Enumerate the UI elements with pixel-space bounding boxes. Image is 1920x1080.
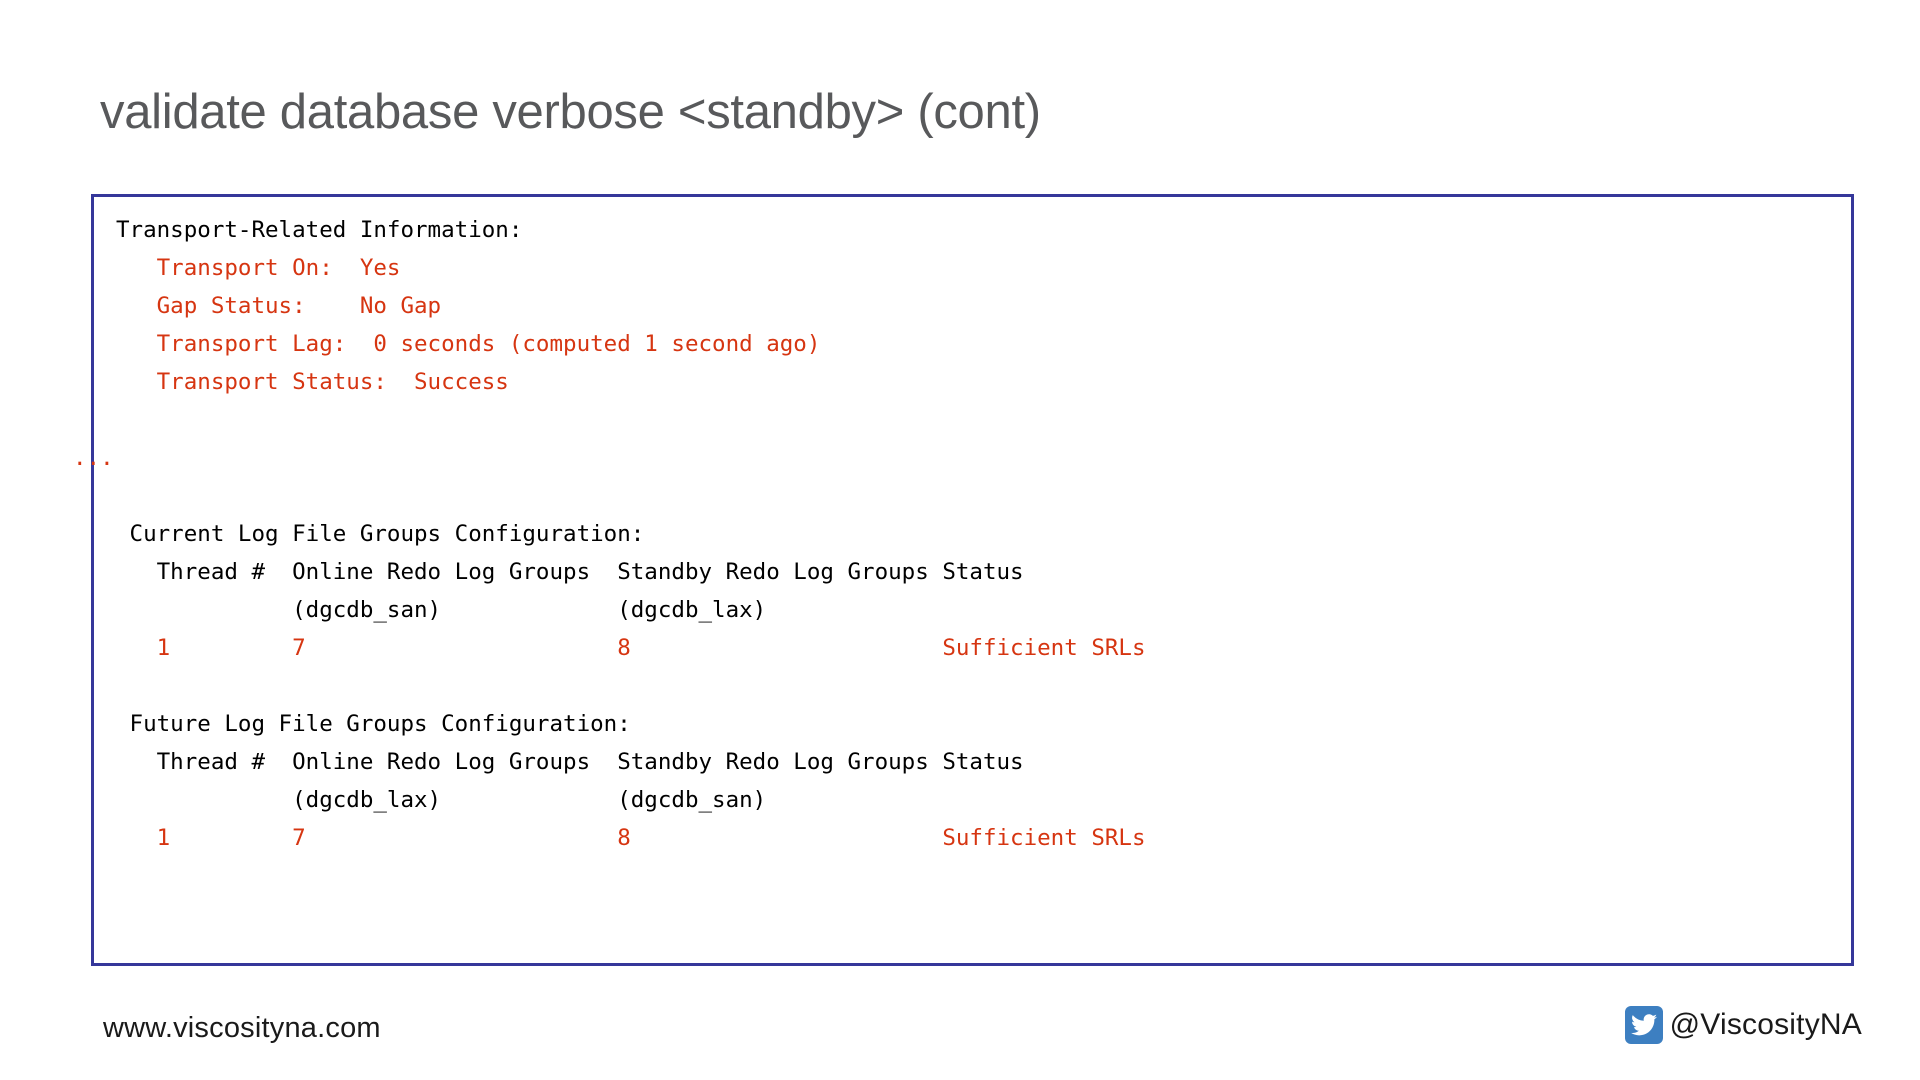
code-output-box: Transport-Related Information: Transport… (73, 194, 1854, 966)
code-line: (dgcdb_lax) (dgcdb_san) (116, 787, 767, 813)
code-line: 1 7 8 Sufficient SRLs (116, 635, 1146, 661)
code-line (116, 439, 1146, 477)
code-listing: Transport-Related Information: Transport… (116, 211, 1146, 857)
code-line (116, 477, 1146, 515)
code-line: Future Log File Groups Configuration: (116, 711, 631, 737)
code-line: Transport-Related Information: (116, 217, 523, 243)
social-handle: @ViscosityNA (1624, 1006, 1862, 1044)
code-line (116, 667, 1146, 705)
code-line: 1 7 8 Sufficient SRLs (116, 825, 1146, 851)
footer-website-url: www.viscosityna.com (103, 1012, 381, 1044)
social-handle-text: @ViscosityNA (1669, 1008, 1862, 1041)
code-line: Transport Lag: 0 seconds (computed 1 sec… (116, 331, 821, 357)
page-title: validate database verbose <standby> (con… (100, 85, 1041, 139)
ellipsis-marker: ... (73, 445, 114, 471)
code-line: Thread # Online Redo Log Groups Standby … (116, 559, 1024, 585)
code-line (116, 401, 1146, 439)
code-line: Transport Status: Success (116, 369, 509, 395)
code-line: Thread # Online Redo Log Groups Standby … (116, 749, 1024, 775)
code-line: (dgcdb_san) (dgcdb_lax) (116, 597, 767, 623)
twitter-icon (1624, 1006, 1663, 1044)
code-line: Transport On: Yes (116, 255, 401, 281)
code-line: Gap Status: No Gap (116, 293, 442, 319)
code-line: Current Log File Groups Configuration: (116, 521, 645, 547)
